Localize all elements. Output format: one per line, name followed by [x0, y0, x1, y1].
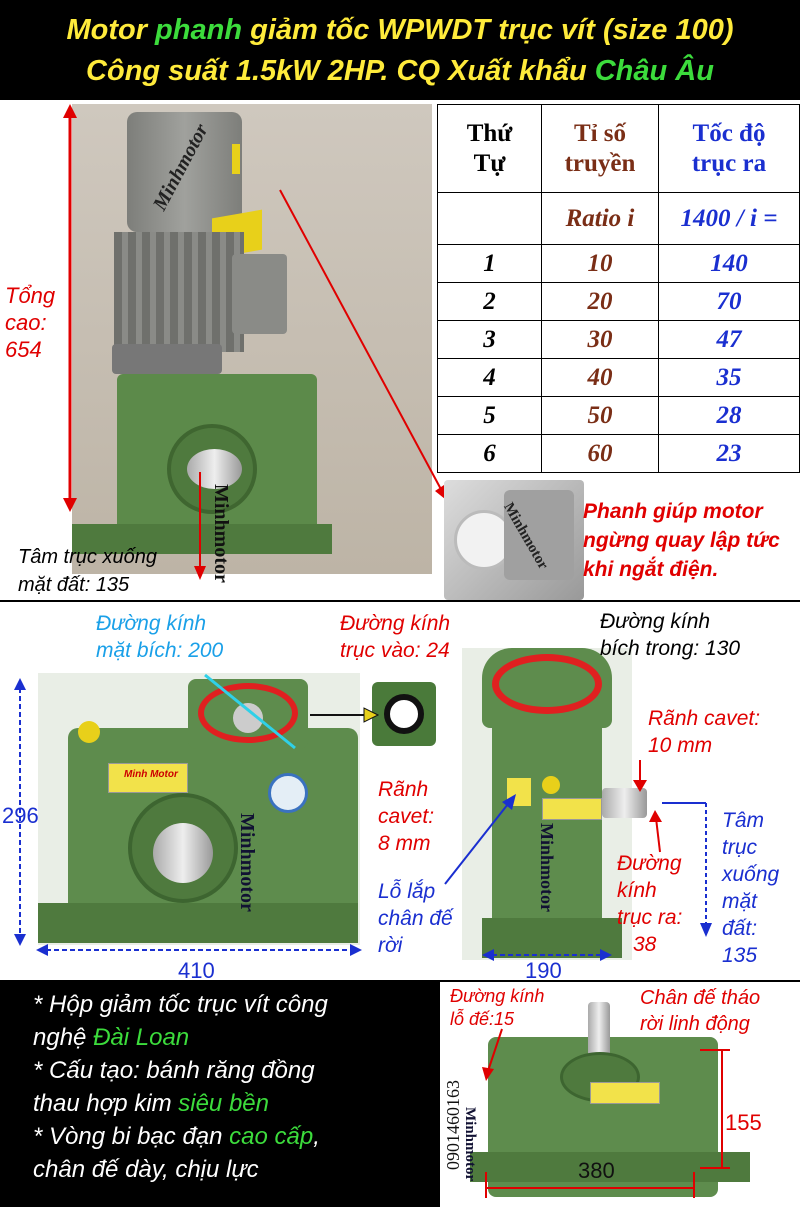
- plate-brand: Minh Motor: [124, 769, 178, 780]
- removable-foot-label: Chân đế tháo rời linh động: [640, 987, 761, 1035]
- total-height-label: Tổng cao: 654: [5, 283, 56, 362]
- feature-3: * Vòng bi bạc đạn cao cấp,: [33, 1123, 320, 1150]
- output-diameter-label: Đường kính trục ra: 38: [617, 852, 683, 956]
- inset-pointer: [310, 707, 380, 723]
- title-line-1: Motor phanh giảm tốc WPWDT trục vít (siz…: [66, 14, 734, 46]
- speed-sub: 1400 / i =: [658, 192, 800, 245]
- mount-hole-arrow: [444, 794, 516, 885]
- hole-diameter-label: Đường kính lỗ đế:15: [450, 986, 545, 1029]
- center-height-label-2: Tâm trục xuống mặt đất: 135: [722, 809, 780, 967]
- width-190: 190: [525, 958, 562, 983]
- dim-155: 155: [725, 1110, 762, 1135]
- keyway-out-label: Rãnh cavet: 10 mm: [648, 707, 761, 757]
- center-height-label: Tâm trục xuống mặt đất: 135: [18, 546, 157, 596]
- inner-flange-label: Đường kính bích trong: 130: [600, 610, 741, 660]
- brand-front: Minhmotor: [236, 813, 258, 912]
- motor-photo: Minhmotor Minhmotor: [72, 104, 432, 583]
- brake-pointer: [279, 189, 450, 503]
- front-view-photo: Minh Motor Minhmotor: [38, 673, 360, 945]
- brand-side: Minhmotor: [537, 823, 557, 912]
- feature-list: * Hộp giảm tốc trục vít công nghệ Đài Lo…: [0, 982, 440, 1207]
- height-296-dim: [14, 678, 26, 946]
- center-arrow: [194, 472, 206, 580]
- width-410-dim: [36, 944, 362, 956]
- input-shaft-inset: [372, 682, 436, 746]
- width-410: 410: [178, 958, 215, 983]
- header: Motor phanh giảm tốc WPWDT trục vít (siz…: [0, 0, 800, 100]
- side-view-photo: Minhmotor: [462, 648, 647, 960]
- width-190-dim: [482, 949, 612, 961]
- brand-text-2: Minhmotor: [210, 484, 232, 583]
- keyway-out-arrow: [633, 760, 662, 853]
- brake-photo: Minhmotor: [444, 480, 584, 600]
- flange-diameter-line: [204, 673, 296, 750]
- dim-155-line: [700, 1049, 730, 1169]
- dim-380-line: [485, 1172, 695, 1198]
- brake-note: Phanh giúp motor ngừng quay lập tức khi …: [583, 500, 780, 581]
- feature-2: * Cấu tạo: bánh răng đồng: [33, 1057, 315, 1084]
- flange-diameter-label: Đường kính mặt bích: 200: [96, 612, 224, 662]
- phone-number: 0901460163: [443, 1080, 463, 1170]
- hole-arrow: [482, 1028, 503, 1081]
- keyway-in-label: Rãnh cavet: 8 mm: [378, 778, 435, 855]
- height-296: 296: [2, 803, 39, 828]
- title-line-2: Công suất 1.5kW 2HP. CQ Xuất khẩu Châu Â…: [86, 55, 714, 87]
- input-diameter-label: Đường kính trục vào: 24: [340, 612, 451, 662]
- height-arrow: [63, 104, 77, 512]
- center-dim-line: [662, 802, 712, 937]
- mount-hole-label: Lỗ lắp chân đế rời: [378, 880, 453, 957]
- dim-380: 380: [578, 1158, 615, 1183]
- ratio-sub: Ratio i: [541, 192, 659, 245]
- feature-1: * Hộp giảm tốc trục vít công: [33, 991, 328, 1018]
